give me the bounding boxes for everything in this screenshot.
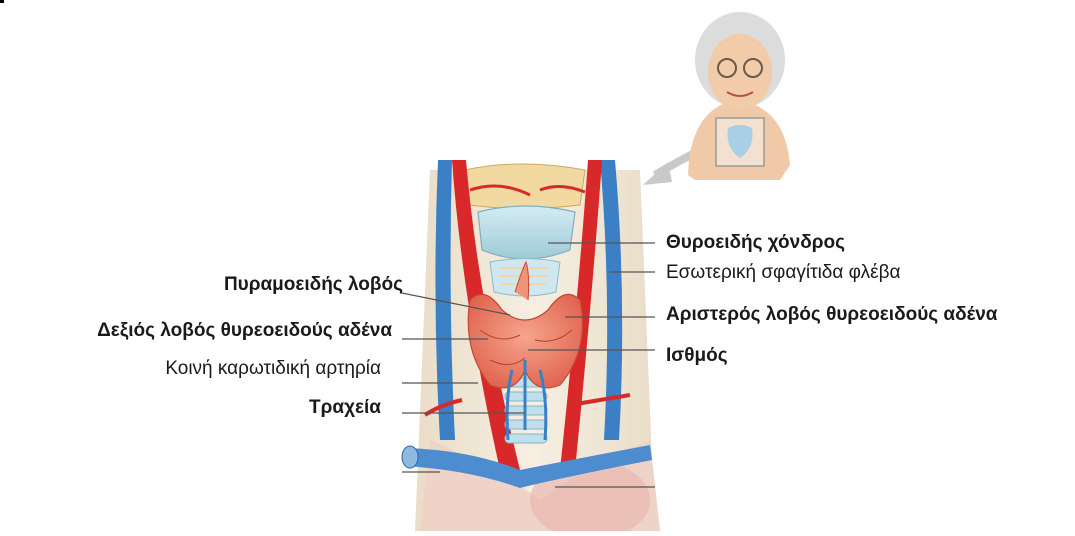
label-thyroid-cartilage: Θυροειδής χόνδρος bbox=[666, 232, 845, 254]
label-left-lobe: Αριστερός λοβός θυρεοειδούς αδένα bbox=[666, 304, 997, 326]
label-right-lobe: Δεξιός λοβός θυρεοειδούς αδένα bbox=[97, 320, 392, 342]
label-isthmus: Ισθμός bbox=[666, 345, 728, 367]
label-pyramidal-lobe: Πυραμοειδής λοβός bbox=[224, 274, 403, 296]
vein-cut-end bbox=[402, 446, 418, 468]
label-internal-jugular-vein: Εσωτερική σφαγίτιδα φλέβα bbox=[666, 262, 900, 284]
label-trachea: Τραχεία bbox=[309, 397, 381, 419]
patient-portrait bbox=[688, 12, 790, 180]
label-common-carotid-artery: Κοινή καρωτιδική αρτηρία bbox=[165, 358, 381, 380]
corner-mark bbox=[0, 0, 4, 3]
thyroid-cartilage-shape bbox=[478, 206, 575, 259]
pointer-arrow-head bbox=[643, 162, 672, 185]
